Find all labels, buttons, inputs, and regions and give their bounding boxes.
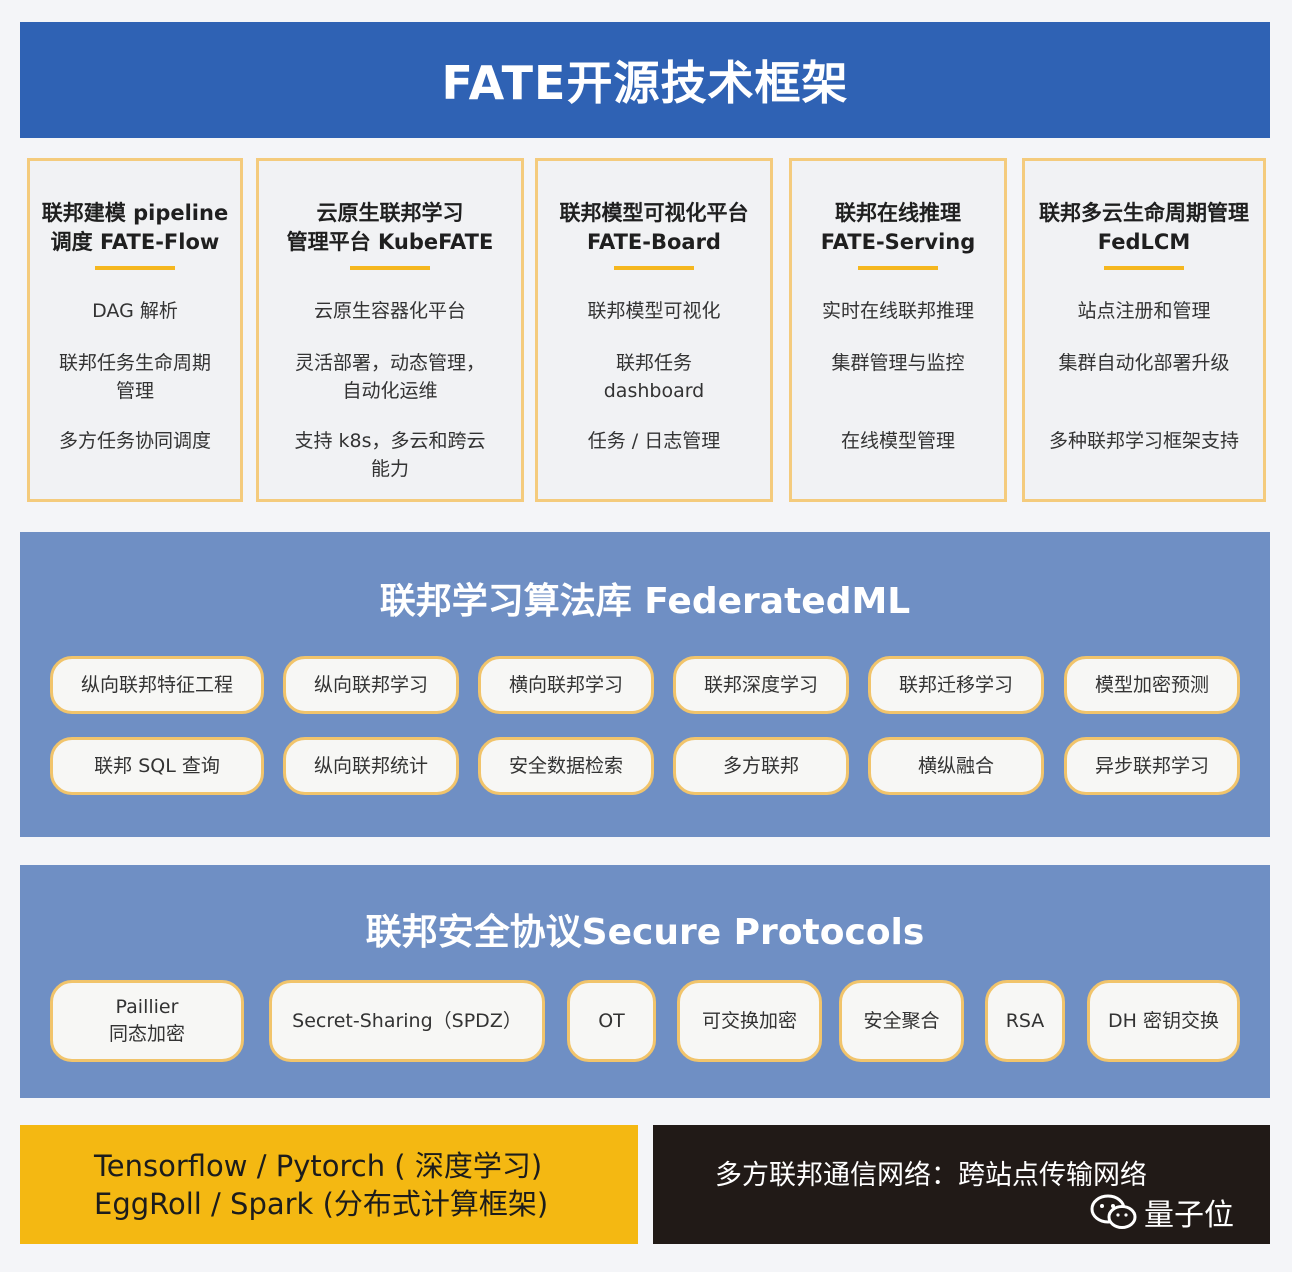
card-divider (1104, 266, 1184, 270)
card-divider (350, 266, 430, 270)
wechat-icon (1090, 1192, 1138, 1232)
algorithm-pill: 横向联邦学习 (478, 656, 654, 714)
algorithm-pill: 横纵融合 (868, 737, 1044, 795)
card-item: 联邦任务生命周期 管理 (58, 352, 211, 402)
protocol-pill: RSA (985, 980, 1065, 1062)
card-item: 云原生容器化平台 (313, 300, 466, 322)
card-title: 联邦建模 pipeline 调度 FATE-Flow (41, 201, 229, 254)
protocol-pill: Secret-Sharing（SPDZ） (269, 980, 545, 1062)
card-title: 联邦模型可视化平台 FATE-Board (559, 201, 749, 254)
protocol-pill: OT (567, 980, 656, 1062)
algorithm-pill: 纵向联邦学习 (283, 656, 459, 714)
card-title: 联邦多云生命周期管理 FedLCM (1039, 201, 1249, 254)
card-item: 多种联邦学习框架支持 (1048, 430, 1239, 452)
compute-framework-box: Tensorflow / Pytorch ( 深度学习) EggRoll / S… (20, 1125, 638, 1244)
algorithm-pill: 模型加密预测 (1064, 656, 1240, 714)
card-item: 在线模型管理 (840, 430, 955, 452)
card-title: 联邦在线推理 FATE-Serving (820, 201, 976, 254)
network-label: 多方联邦通信网络：跨站点传输网络 (715, 1160, 1147, 1191)
card-item: 灵活部署，动态管理， 自动化运维 (294, 352, 485, 402)
card-item: 集群自动化部署升级 (1058, 352, 1230, 374)
protocols-title: 联邦安全协议Secure Protocols (365, 912, 925, 953)
card-fate-serving: 联邦在线推理 FATE-Serving 实时在线联邦推理 集群管理与监控 在线模… (789, 158, 1007, 502)
card-item: 站点注册和管理 (1077, 300, 1211, 322)
card-divider (614, 266, 694, 270)
card-item: 联邦模型可视化 (587, 300, 721, 322)
algorithm-pill: 联邦深度学习 (673, 656, 849, 714)
algorithm-pill: 异步联邦学习 (1064, 737, 1240, 795)
page-title: FATE开源技术框架 (20, 22, 1270, 138)
card-item: 实时在线联邦推理 (821, 300, 974, 322)
card-fedlcm: 联邦多云生命周期管理 FedLCM 站点注册和管理 集群自动化部署升级 多种联邦… (1022, 158, 1266, 502)
compute-line-1: Tensorflow / Pytorch ( 深度学习) (94, 1149, 543, 1183)
compute-line-2: EggRoll / Spark (分布式计算框架) (94, 1187, 549, 1221)
card-title: 云原生联邦学习 管理平台 KubeFATE (286, 201, 494, 254)
algorithm-pill: 纵向联邦统计 (283, 737, 459, 795)
algorithm-pill: 多方联邦 (673, 737, 849, 795)
card-divider (858, 266, 938, 270)
algorithm-pill: 联邦 SQL 查询 (50, 737, 264, 795)
card-divider (95, 266, 175, 270)
card-fate-board: 联邦模型可视化平台 FATE-Board 联邦模型可视化 联邦任务 dashbo… (535, 158, 773, 502)
card-kubefate: 云原生联邦学习 管理平台 KubeFATE 云原生容器化平台 灵活部署，动态管理… (256, 158, 524, 502)
card-fate-flow: 联邦建模 pipeline 调度 FATE-Flow DAG 解析 联邦任务生命… (27, 158, 243, 502)
algorithm-pill: 纵向联邦特征工程 (50, 656, 264, 714)
protocol-pill: 可交换加密 (677, 980, 822, 1062)
card-item: 支持 k8s，多云和跨云 能力 (294, 430, 486, 480)
watermark: 量子位 (1090, 1190, 1234, 1234)
card-item: DAG 解析 (92, 300, 178, 322)
federatedml-title: 联邦学习算法库 FederatedML (379, 581, 911, 622)
watermark-text: 量子位 (1144, 1198, 1234, 1233)
network-box: 多方联邦通信网络：跨站点传输网络 (653, 1125, 1270, 1244)
protocol-pill: Paillier 同态加密 (50, 980, 244, 1062)
protocol-pill: 安全聚合 (839, 980, 964, 1062)
card-item: 多方任务协同调度 (58, 430, 211, 452)
protocol-pill: DH 密钥交换 (1087, 980, 1240, 1062)
algorithm-pill: 安全数据检索 (478, 737, 654, 795)
algorithm-pill: 联邦迁移学习 (868, 656, 1044, 714)
card-item: 任务 / 日志管理 (587, 430, 721, 452)
card-item: 联邦任务 dashboard (603, 352, 705, 402)
card-item: 集群管理与监控 (831, 352, 965, 374)
